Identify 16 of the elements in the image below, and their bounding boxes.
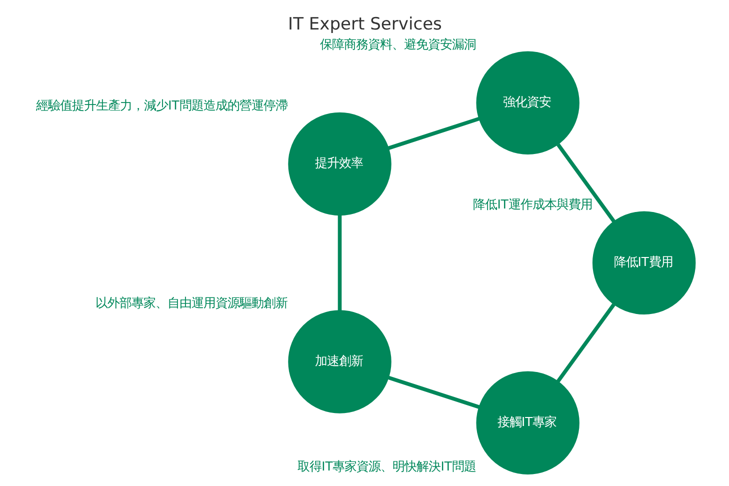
connector bbox=[556, 303, 615, 383]
node-label: 以外部專家、自由運用資源驅動創新 bbox=[95, 296, 288, 310]
node-circle: 強化資安 bbox=[476, 51, 579, 155]
node-circle: 接觸IT專家 bbox=[476, 371, 579, 474]
connector bbox=[556, 143, 616, 223]
node-label: 經驗值提升生產力，減少IT問題造成的營運停滯 bbox=[36, 98, 287, 112]
node-circle: 加速創新 bbox=[288, 310, 391, 414]
node-label: 取得IT專家資源、明快解決IT問題 bbox=[297, 460, 476, 474]
node-circle: 降低IT費用 bbox=[592, 211, 696, 314]
node-label: 保障商務資料、避免資安漏洞 bbox=[320, 37, 476, 52]
connector bbox=[387, 376, 480, 409]
connector bbox=[337, 215, 342, 311]
connector bbox=[387, 116, 480, 150]
node-circle: 提升效率 bbox=[288, 112, 391, 216]
diagram-title: IT Expert Services bbox=[288, 14, 442, 34]
node-label: 降低IT運作成本與費用 bbox=[472, 197, 592, 212]
